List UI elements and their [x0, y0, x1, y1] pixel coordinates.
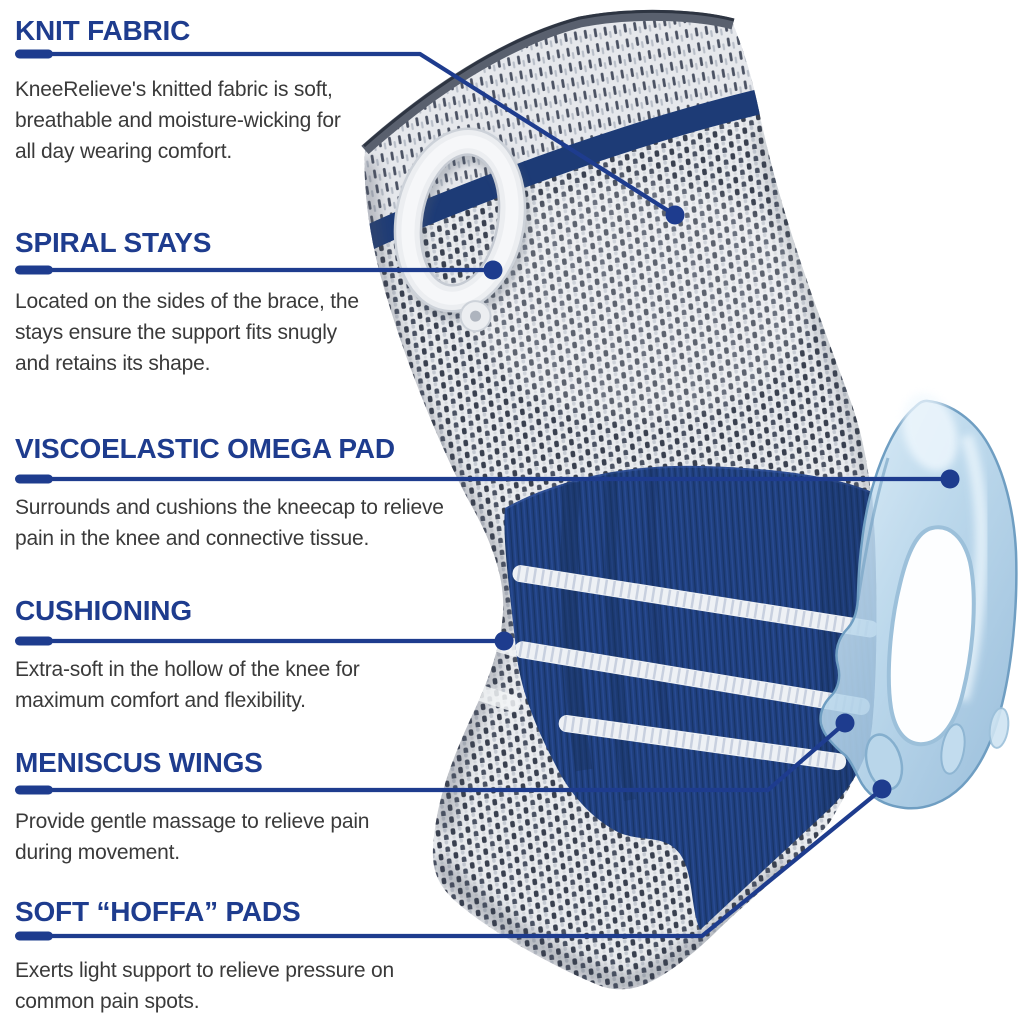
callout-spiral-stays: SPIRAL STAYS Located on the sides of the…	[15, 226, 515, 379]
callout-description: Exerts light support to relieve pressure…	[15, 959, 394, 1013]
callout-viscoelastic-omega-pad: VISCOELASTIC OMEGA PAD Surrounds and cus…	[15, 432, 515, 554]
connector-viscoelastic-omega-pad	[15, 469, 960, 489]
gel-pad-left-rim	[856, 457, 890, 601]
spiral-stay-ring	[393, 127, 530, 333]
stitch-stripe	[512, 565, 877, 638]
callout-knit-fabric: KNIT FABRIC KneeRelieve's knitted fabric…	[15, 14, 515, 167]
callout-description: Extra-soft in the hollow of the knee for…	[15, 658, 360, 712]
callout-description: KneeRelieve's knitted fabric is soft, br…	[15, 78, 341, 163]
callout-meniscus-wings: MENISCUS WINGS Provide gentle massage to…	[15, 746, 515, 868]
knee-brace	[361, 9, 877, 990]
gel-pad-disc	[988, 707, 1010, 749]
connector-dot	[483, 260, 503, 280]
connector-knit-fabric	[15, 49, 685, 225]
callout-description: Provide gentle massage to relieve pain d…	[15, 810, 370, 864]
connector-dot	[835, 713, 855, 733]
connector-dot	[665, 205, 685, 225]
fabric-highlight	[470, 180, 810, 420]
callout-title: CUSHIONING	[15, 595, 192, 626]
brace-top-rim-edge	[363, 9, 735, 148]
gel-pad-hole	[886, 525, 976, 747]
brace-top-rim	[361, 9, 735, 155]
connector-spiral-stays	[15, 260, 503, 280]
gel-pad-disc	[940, 723, 966, 775]
callout-description: Surrounds and cushions the kneecap to re…	[15, 496, 444, 550]
connector-dot	[872, 779, 892, 799]
gel-pad-gloss	[902, 393, 958, 471]
connector-soft-hoffa-pads	[15, 779, 892, 941]
callout-title: VISCOELASTIC OMEGA PAD	[15, 433, 395, 464]
callout-soft-hoffa-pads: SOFT “HOFFA” PADS Exerts light support t…	[15, 895, 515, 1017]
callout-title: SOFT “HOFFA” PADS	[15, 896, 301, 927]
stitch-stripe	[514, 641, 870, 715]
callout-title: MENISCUS WINGS	[15, 747, 263, 778]
connector-meniscus-wings	[15, 713, 855, 795]
brace-top-band	[364, 87, 769, 260]
callout-description: Located on the sides of the brace, the s…	[15, 290, 359, 375]
stitch-stripe	[558, 715, 847, 771]
callout-cushioning: CUSHIONING Extra-soft in the hollow of t…	[15, 594, 515, 716]
connector-dot	[494, 631, 514, 651]
gel-pad	[819, 393, 1018, 810]
connector-cushioning	[15, 631, 514, 651]
callout-title: SPIRAL STAYS	[15, 227, 212, 258]
connector-dot	[940, 469, 960, 489]
callout-title: KNIT FABRIC	[15, 15, 191, 46]
